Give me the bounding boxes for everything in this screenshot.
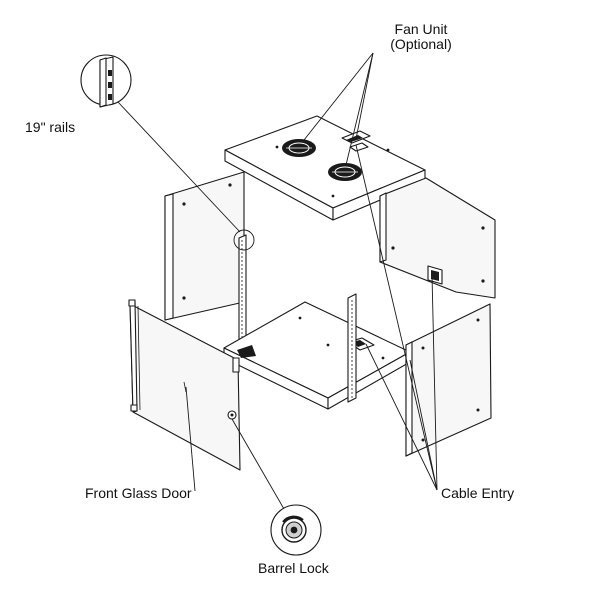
barrel-lock-detail-bubble [270,504,322,556]
rail-detail-marker [233,229,255,251]
fan-grille-1 [282,139,316,157]
side-cable-entry [427,265,443,285]
door-hinge [232,357,240,373]
right-front-side-panel [405,303,492,457]
base-tray [223,301,411,410]
rear-rail [238,234,247,344]
front-glass-door [128,299,241,471]
fan-unit-label-line1: Fan Unit [394,21,448,37]
barrel-lock-label: Barrel Lock [258,560,329,576]
cable-entry-label: Cable Entry [441,485,515,501]
front-glass-door-label: Front Glass Door [85,485,192,501]
fan-unit-label: Fan Unit (Optional) [378,22,464,52]
top-cover-panel [224,115,426,221]
rails-detail-bubble [80,54,132,108]
front-rail [347,293,357,403]
fan-unit-label-line2: (Optional) [390,36,452,52]
leader-lines [117,52,438,510]
rails-label: 19" rails [25,119,76,135]
right-side-panel [379,177,496,299]
fan-grille-2 [328,163,362,181]
